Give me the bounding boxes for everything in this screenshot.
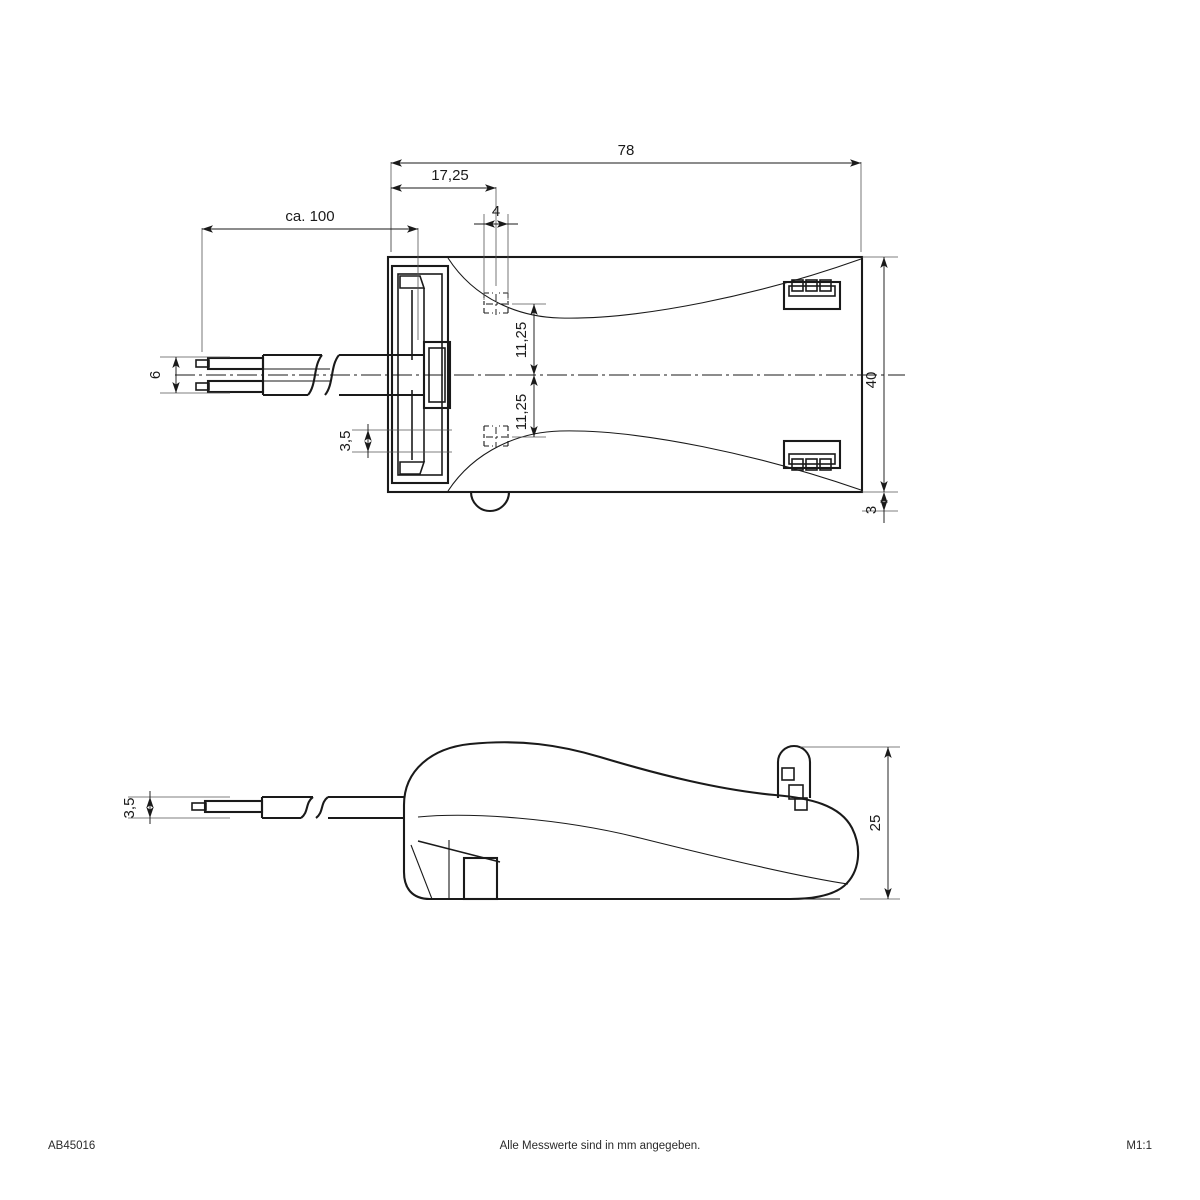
- gland-chamfer-bottomleft: [399, 461, 426, 475]
- front-detail-window: [462, 856, 499, 901]
- dim-label-35-top: 3,5: [337, 431, 354, 452]
- footer-note: Alle Messwerte sind in mm angegeben.: [500, 1140, 701, 1152]
- dimension-rib-thickness: 3,5: [337, 424, 452, 458]
- rear-clip-fin: [776, 744, 812, 798]
- dimension-hole-pitch-upper: 11,25: [512, 303, 546, 375]
- cable-gland-outer: [390, 264, 450, 485]
- cable-side-conductor: [203, 799, 264, 814]
- housing-outline-top: [386, 255, 864, 494]
- dimension-overall-height-side: 25: [800, 746, 900, 900]
- dimension-cable-diameter: 6: [147, 356, 230, 394]
- housing-parting-line: [417, 814, 849, 885]
- dimension-hole-width: 4: [474, 203, 518, 300]
- dim-label-ca100: ca. 100: [285, 208, 334, 225]
- dim-label-3: 3: [863, 506, 880, 514]
- top-view-group: 78 17,25 4: [147, 142, 905, 523]
- dim-label-1725: 17,25: [431, 167, 469, 184]
- dim-label-1125-lower: 11,25: [513, 394, 530, 430]
- rear-clip-cutout-top: [781, 767, 795, 781]
- cable-side-conductor-tip: [191, 802, 207, 811]
- locating-tab-semicircle: [469, 491, 511, 512]
- dim-label-25: 25: [867, 815, 884, 832]
- dim-label-40: 40: [863, 372, 880, 389]
- side-view-group: 3,5 25: [121, 741, 900, 901]
- mounting-hole-upper: [483, 292, 509, 315]
- dim-label-78: 78: [618, 142, 635, 159]
- dimension-overall-width: 40: [862, 256, 898, 493]
- dim-label-6: 6: [147, 371, 164, 379]
- dimension-cable-length: ca. 100: [201, 208, 419, 352]
- mounting-hole-lower: [483, 425, 509, 448]
- mounting-clip-lower: [782, 439, 842, 471]
- gland-chamfer-topleft: [399, 275, 426, 289]
- dim-label-35-side: 3,5: [121, 798, 138, 819]
- footer-drawing-number: AB45016: [48, 1140, 95, 1152]
- conductor-upper-tip: [195, 359, 210, 368]
- dimension-overall-length: 78: [390, 142, 862, 252]
- conductor-upper: [206, 356, 265, 371]
- dimension-hole-pitch-lower: 11,25: [512, 375, 546, 438]
- conductor-lower: [206, 379, 265, 394]
- cable-side-break-left: [300, 796, 314, 819]
- rear-clip-cutout-middle: [788, 784, 804, 800]
- dimension-tab-projection: 3: [862, 492, 898, 523]
- housing-contour-lower: [447, 430, 862, 492]
- rear-clip-cutout-bottom: [794, 797, 808, 811]
- footer-group: AB45016 Alle Messwerte sind in mm angege…: [48, 1140, 1152, 1152]
- front-detail-edge-1: [410, 844, 433, 900]
- dim-label-4: 4: [492, 203, 500, 220]
- footer-scale: M1:1: [1126, 1140, 1152, 1152]
- dimension-cable-thickness-side: 3,5: [121, 791, 230, 824]
- conductor-lower-tip: [195, 382, 210, 391]
- housing-contour-upper: [447, 257, 862, 319]
- housing-profile-side: [402, 741, 860, 901]
- mounting-clip-upper: [782, 279, 842, 311]
- cable-gland-inner: [397, 273, 443, 476]
- dimension-cable-boss-offset: 17,25: [390, 167, 497, 286]
- cable-side-break-right: [315, 796, 329, 819]
- dim-label-1125-upper: 11,25: [513, 322, 530, 358]
